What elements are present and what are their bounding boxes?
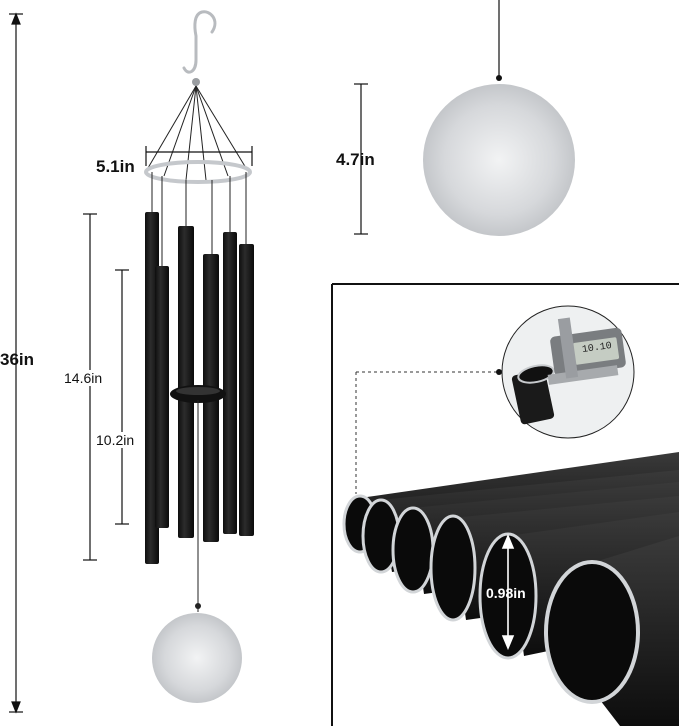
digital-caliper-icon [501, 305, 635, 439]
disc-dimension [354, 83, 368, 235]
tube-diameter-label: 0.98in [486, 585, 526, 601]
chime-tubes [145, 212, 254, 564]
overall-height-dimension [9, 12, 23, 714]
shortest-tube-dimension [115, 269, 129, 525]
suspension-strings [147, 85, 247, 181]
longest-tube-label: 14.6in [64, 370, 103, 386]
tube-6 [239, 244, 254, 536]
ring-diameter-label: 5.1in [96, 157, 135, 176]
strike-disc-icon [423, 84, 575, 236]
pipe-6 [544, 536, 679, 726]
wind-sail-disc-icon [152, 613, 242, 703]
tube-5 [223, 232, 237, 534]
tube-3 [178, 226, 194, 538]
ring-dimension [145, 146, 253, 166]
hook-ring [192, 78, 200, 86]
disc-diameter-label: 4.7in [336, 150, 375, 169]
longest-tube-dimension [83, 213, 97, 561]
tube-strings [151, 172, 247, 268]
pipe-closeup-panel [331, 283, 679, 726]
tube-2 [155, 266, 169, 528]
s-hook-icon [182, 10, 217, 74]
shortest-tube-label: 10.2in [96, 432, 135, 448]
overall-height-label: 36in [0, 350, 35, 369]
top-ring [144, 160, 252, 184]
diameter-arrow [501, 533, 515, 651]
